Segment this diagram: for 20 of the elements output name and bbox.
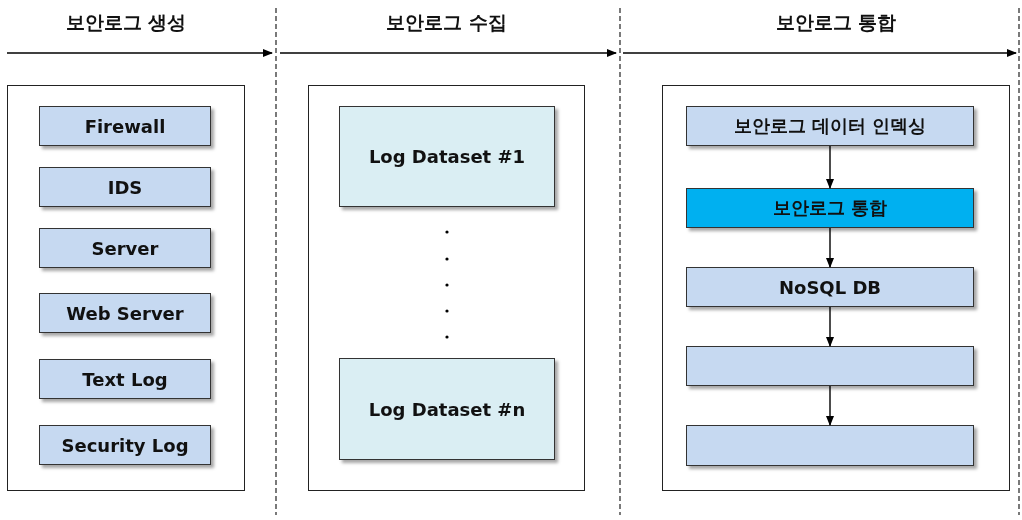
process-box: Log Dataset #n	[339, 358, 555, 460]
arrow	[826, 227, 834, 268]
column-heading: 보안로그 통합	[774, 10, 898, 35]
process-box: 보안로그 통합	[686, 188, 974, 228]
process-box: Security Log	[39, 425, 211, 465]
process-box: 보안로그 데이터 인덱싱	[686, 106, 974, 146]
process-box: Text Log	[39, 359, 211, 399]
process-box: Log Dataset #1	[339, 106, 555, 207]
process-box: Web Server	[39, 293, 211, 333]
column-heading: 보안로그 생성	[64, 10, 188, 35]
process-box: IDS	[39, 167, 211, 207]
process-box	[686, 425, 974, 466]
process-box: NoSQL DB	[686, 267, 974, 307]
process-box: Server	[39, 228, 211, 268]
arrow	[826, 385, 834, 426]
arrow	[826, 145, 834, 189]
process-box	[686, 346, 974, 386]
arrow	[826, 306, 834, 347]
process-box: Firewall	[39, 106, 211, 146]
column-heading: 보안로그 수집	[385, 10, 508, 35]
